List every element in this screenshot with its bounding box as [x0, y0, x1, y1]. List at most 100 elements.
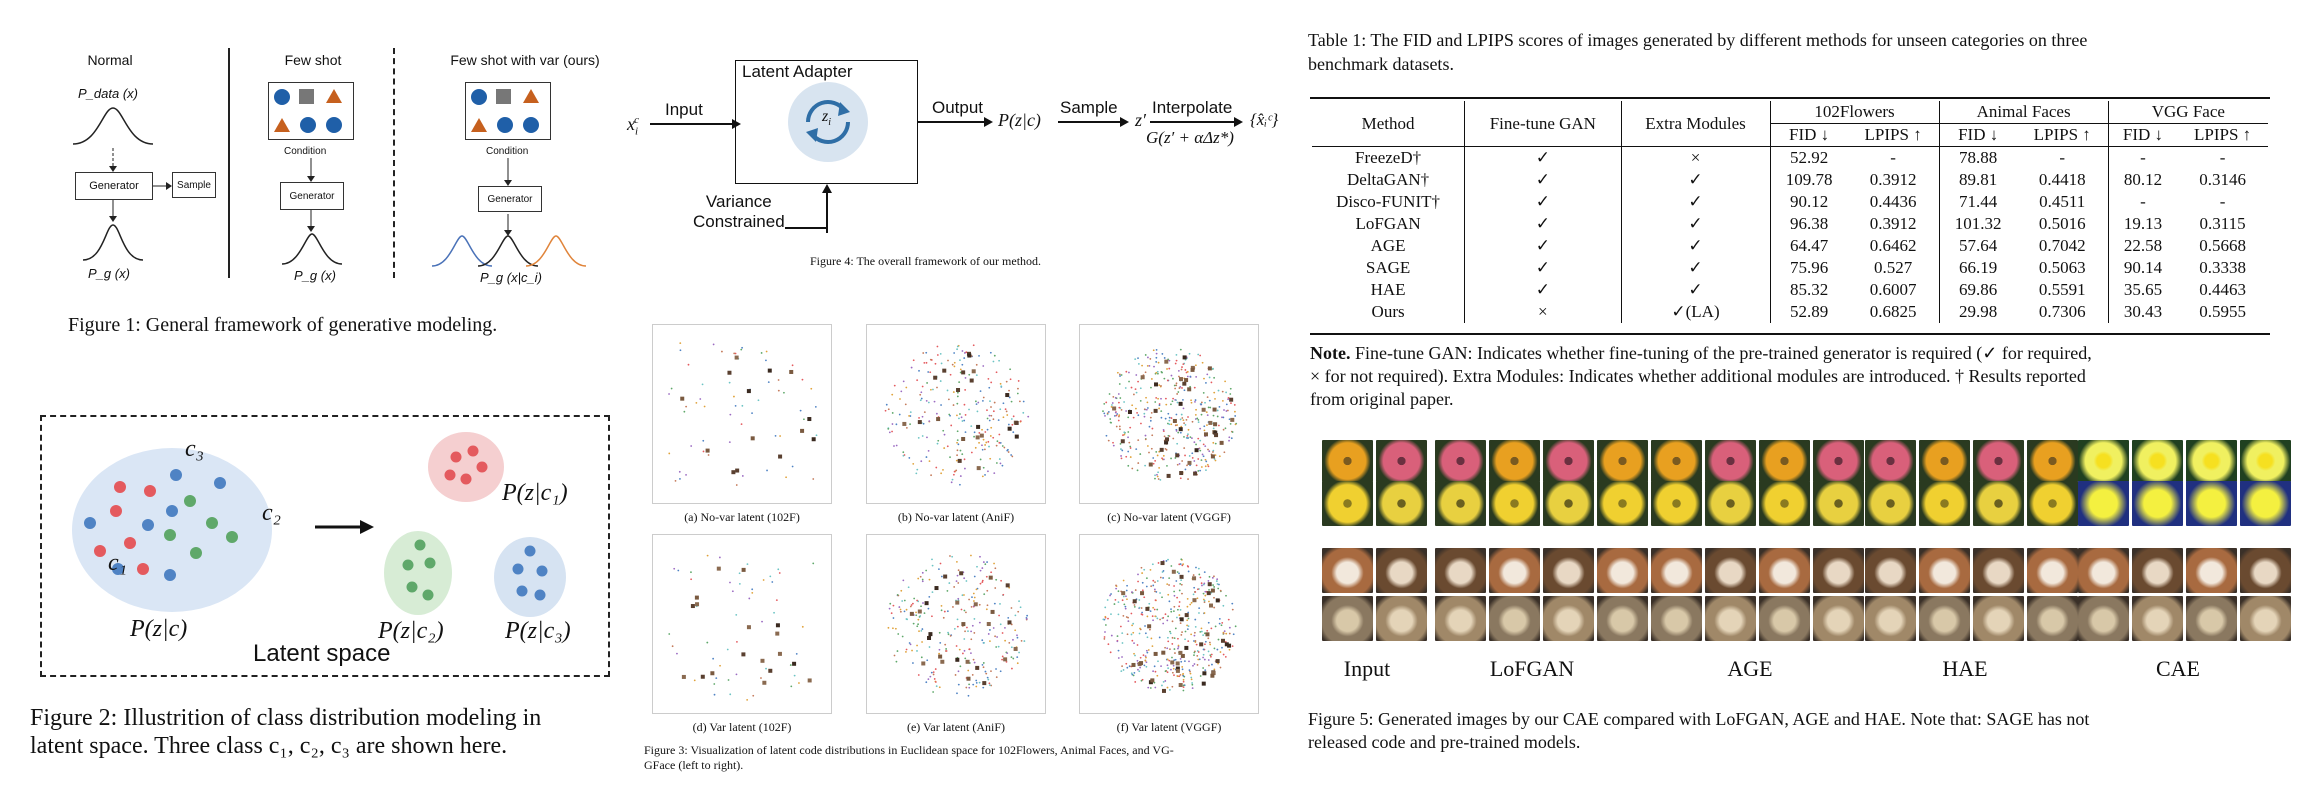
- zi-label: zi: [822, 108, 832, 129]
- pzc3-label: P(z|c₃): [505, 618, 571, 644]
- fig5-label-input: Input: [1343, 656, 1391, 681]
- scatter-label-b: (b) No-var latent (AniF): [897, 510, 1015, 524]
- pzc2-label: P(z|c₂): [378, 618, 444, 644]
- figure-3-caption: Figure 3: Visualization of latent code d…: [644, 743, 1174, 773]
- generated-image-thumbnail: [1597, 596, 1648, 641]
- generated-image-thumbnail: [2240, 440, 2291, 482]
- generated-image-thumbnail: [1651, 596, 1702, 641]
- note-text-1: Fine-tune GAN: Indicates whether fine-tu…: [1350, 343, 2092, 363]
- table-note-line-1: Note. Fine-tune GAN: Indicates whether f…: [1310, 342, 2270, 365]
- generated-image-thumbnail: [2240, 548, 2291, 593]
- scatter-e: [866, 534, 1046, 714]
- generated-image-thumbnail: [1543, 596, 1594, 641]
- header-extra: Extra Modules: [1621, 101, 1771, 147]
- x-input-var: xic: [627, 114, 639, 138]
- table-note-line-3: from original paper.: [1310, 389, 1454, 409]
- pzc1-label: P(z|c₁): [502, 480, 568, 506]
- generated-image-thumbnail: [1543, 440, 1594, 482]
- output-arrow-label: Output: [932, 98, 984, 117]
- method-cell: FreezeD†: [1312, 146, 1466, 169]
- value-cell: 0.4436: [1847, 191, 1940, 213]
- subheader-fid: FID ↓: [1789, 125, 1830, 144]
- table-1-caption-line-1: Table 1: The FID and LPIPS scores of ima…: [1308, 30, 2088, 50]
- generated-image-thumbnail: [1435, 481, 1486, 526]
- value-cell: 90.14: [2123, 258, 2163, 277]
- value-cell: 75.96: [1789, 258, 1829, 277]
- generated-image-thumbnail: [1543, 481, 1594, 526]
- method-cell: Disco-FUNIT†: [1312, 191, 1466, 213]
- few-shot-output-curve: [281, 233, 343, 265]
- condition-label-2: Condition: [486, 146, 529, 157]
- condition-label-1: Condition: [284, 146, 327, 157]
- figure-2-caption: Figure 2: Illustrition of class distribu…: [30, 704, 541, 760]
- value-cell: 0.3912: [1847, 169, 1940, 191]
- pdata-label: P_data (x): [78, 86, 138, 101]
- value-cell: ✓: [1621, 235, 1771, 257]
- scatter-a: [652, 324, 832, 504]
- value-cell: 0.7306: [2016, 301, 2109, 323]
- value-cell: 57.64: [1959, 236, 1998, 255]
- generated-image-thumbnail: [2132, 440, 2183, 482]
- value-cell: -: [2219, 148, 2226, 167]
- scatter-label-c: (c) No-var latent (VGGF): [1107, 510, 1231, 524]
- cycle-icon: [788, 82, 868, 162]
- c3-label: c₃: [185, 436, 204, 462]
- figure-2-caption-line-1: Figure 2: Illustrition of class distribu…: [30, 705, 542, 731]
- value-cell: 0.5955: [2199, 302, 2246, 321]
- value-cell: 19.13: [2123, 214, 2163, 233]
- value-cell: 22.58: [2123, 236, 2163, 255]
- value-cell: 0.6825: [1847, 301, 1940, 323]
- variance-constrained-label: Variance Constrained: [693, 192, 785, 232]
- value-cell: 0.3912: [1847, 213, 1940, 235]
- generated-image-thumbnail: [1813, 548, 1864, 593]
- few-shot-var-output-curves: [431, 235, 587, 267]
- value-cell: 90.12: [1789, 192, 1829, 211]
- figure-5-caption: Figure 5: Generated images by our CAE co…: [1308, 708, 2089, 754]
- arrow-to-sample: [153, 182, 172, 190]
- generated-image-thumbnail: [1813, 596, 1864, 641]
- generated-image-thumbnail: [1597, 548, 1648, 593]
- generated-image-thumbnail: [2027, 481, 2078, 526]
- sample-arrow: [1058, 117, 1129, 127]
- method-cell: SAGE: [1312, 257, 1466, 279]
- figure-2-caption-line-2: latent space. Three class c₁, c₂, c₃ are…: [30, 733, 508, 759]
- z-prime-label: z′: [1135, 110, 1146, 130]
- generated-image-thumbnail: [1973, 440, 2024, 482]
- value-cell: ✓: [1621, 213, 1771, 235]
- latent-space-label: Latent space: [253, 640, 391, 667]
- subheader-fid: FID ↓: [2122, 125, 2164, 144]
- header-finetune: Fine-tune GAN: [1464, 101, 1622, 147]
- value-cell: 85.32: [1789, 280, 1829, 299]
- value-cell: 64.47: [1789, 236, 1829, 255]
- generated-image-thumbnail: [1705, 440, 1756, 482]
- value-cell: 0.6007: [1847, 279, 1940, 301]
- generated-image-thumbnail: [2078, 481, 2129, 526]
- value-cell: ✓: [1621, 191, 1771, 213]
- output-arrow: [918, 117, 993, 127]
- variance-arrow-up: [822, 184, 832, 233]
- panel-header-few-shot-var: Few shot with var (ours): [450, 52, 600, 68]
- value-cell: 0.7042: [2016, 235, 2109, 257]
- value-cell: 30.43: [2123, 302, 2163, 321]
- value-cell: ✓: [1621, 257, 1771, 279]
- scatter-b: [866, 324, 1046, 504]
- latent-adapter-box: [735, 60, 918, 184]
- sample-arrow-label: Sample: [1060, 98, 1118, 117]
- figure-5-caption-line-2: released code and pre-trained models.: [1308, 732, 1581, 752]
- table-note: Note. Fine-tune GAN: Indicates whether f…: [1310, 342, 2270, 411]
- value-cell: 78.88: [1959, 148, 1998, 167]
- generated-image-thumbnail: [1489, 440, 1540, 482]
- generated-image-thumbnail: [2186, 548, 2237, 593]
- table-1-caption-line-2: benchmark datasets.: [1308, 54, 1454, 74]
- value-cell: ✓: [1464, 191, 1622, 213]
- value-cell: 35.65: [2123, 280, 2163, 299]
- value-cell: 0.4463: [2199, 280, 2246, 299]
- fig5-label-cae: CAE: [2156, 656, 2200, 681]
- input-arrow-label: Input: [665, 100, 703, 119]
- figure-3-caption-line-1: Figure 3: Visualization of latent code d…: [644, 743, 1174, 757]
- method-cell: LoFGAN: [1312, 213, 1466, 235]
- panel-header-few-shot: Few shot: [284, 52, 342, 68]
